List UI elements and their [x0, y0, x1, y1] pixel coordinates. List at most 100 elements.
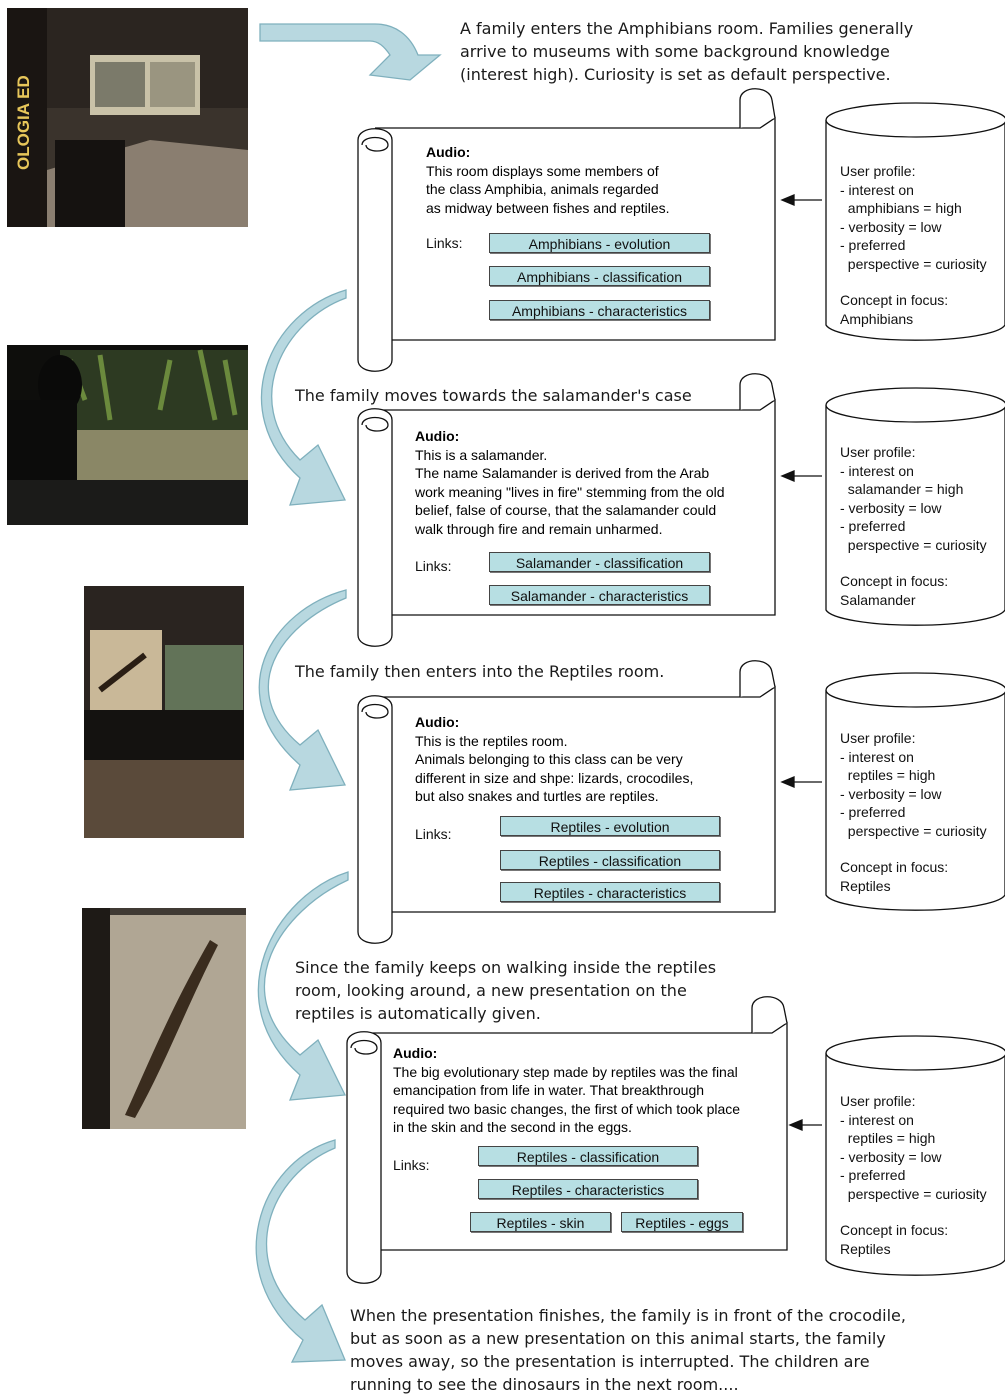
profile-line: - preferred	[840, 1167, 906, 1183]
profile-line: salamander = high	[840, 481, 964, 497]
link-reptiles-evolution[interactable]: Reptiles - evolution	[500, 816, 720, 836]
profile-line: - verbosity = low	[840, 499, 942, 516]
audio-line: belief, false of course, that the salama…	[415, 502, 717, 519]
audio-line: but also snakes and turtles are reptiles…	[415, 788, 659, 805]
links-label: Links:	[426, 235, 463, 251]
user-model-cylinder-4	[825, 1035, 1005, 1276]
audio-line: This is the reptiles room.	[415, 732, 568, 749]
audio-text-step1: Audio: This room displays some members o…	[426, 143, 670, 217]
user-profile-step2: User profile: - interest on salamander =…	[840, 443, 987, 609]
narration-4: Since the family keeps on walking inside…	[295, 958, 717, 1023]
user-model-cylinder-3	[825, 672, 1005, 911]
narration-5: When the presentation finishes, the fami…	[350, 1306, 906, 1394]
profile-line: perspective = curiosity	[840, 255, 987, 272]
links-label: Links:	[415, 558, 452, 574]
link-amphibians-classification[interactable]: Amphibians - classification	[489, 266, 710, 286]
narration-3: The family then enters into the Reptiles…	[295, 662, 665, 681]
profile-line: - preferred	[840, 804, 906, 820]
audio-heading: Audio:	[415, 428, 460, 444]
focus-label: Concept in focus:	[840, 573, 949, 589]
photo-reptiles-room	[84, 586, 244, 838]
profile-line: reptiles = high	[840, 767, 936, 783]
profile-line: - verbosity = low	[840, 218, 942, 235]
profile-title: User profile:	[840, 163, 916, 179]
audio-text-step2: Audio: This is a salamander. The name Sa…	[415, 427, 725, 539]
audio-line: Animals belonging to this class can be v…	[415, 751, 683, 768]
photo-crocodile	[82, 908, 246, 1129]
profile-line: - preferred	[840, 237, 906, 253]
photo-amphibians-room: OLOGIA ED	[7, 8, 248, 227]
profile-line: - preferred	[840, 518, 906, 534]
links-label: Links:	[393, 1157, 430, 1173]
link-salamander-classification[interactable]: Salamander - classification	[489, 552, 710, 572]
links-label: Links:	[415, 826, 452, 842]
focus-value: Amphibians	[840, 310, 914, 327]
profile-line: amphibians = high	[840, 200, 962, 216]
link-reptiles-characteristics-2[interactable]: Reptiles - characteristics	[478, 1179, 698, 1199]
profile-arrow-4	[788, 1119, 822, 1131]
focus-label: Concept in focus:	[840, 1222, 949, 1238]
link-salamander-characteristics[interactable]: Salamander - characteristics	[489, 585, 710, 605]
focus-label: Concept in focus:	[840, 859, 949, 875]
user-model-cylinder-1	[825, 102, 1005, 341]
focus-value: Salamander	[840, 591, 916, 608]
focus-value: Reptiles	[840, 1240, 891, 1257]
audio-line: The name Salamander is derived from the …	[415, 465, 710, 482]
narration-1: A family enters the Amphibians room. Fam…	[460, 19, 914, 84]
audio-line: walk through fire and remain unharmed.	[415, 520, 663, 537]
focus-value: Reptiles	[840, 877, 891, 894]
profile-line: perspective = curiosity	[840, 1185, 987, 1202]
audio-line: emancipation from life in water. That br…	[393, 1082, 705, 1099]
audio-line: This is a salamander.	[415, 446, 548, 463]
arrow-step3-to-step4	[257, 871, 349, 1101]
scroll-step1	[357, 88, 776, 372]
audio-text-step3: Audio: This is the reptiles room. Animal…	[415, 713, 693, 806]
profile-title: User profile:	[840, 444, 916, 460]
audio-line: the class Amphibia, animals regarded	[426, 181, 659, 198]
audio-line: different in size and shpe: lizards, cro…	[415, 769, 694, 786]
audio-line: required two basic changes, the first of…	[393, 1100, 741, 1117]
focus-label: Concept in focus:	[840, 292, 949, 308]
profile-line: - verbosity = low	[840, 785, 942, 802]
link-reptiles-characteristics[interactable]: Reptiles - characteristics	[500, 882, 720, 902]
profile-line: - interest on	[840, 1111, 914, 1128]
user-profile-step4: User profile: - interest on reptiles = h…	[840, 1092, 987, 1258]
profile-line: - interest on	[840, 748, 914, 765]
arrow-step4-to-end	[255, 1139, 346, 1363]
profile-line: - verbosity = low	[840, 1148, 942, 1165]
audio-text-step4: Audio: The big evolutionary step made by…	[393, 1044, 740, 1137]
arrow-step2-to-step3	[258, 589, 347, 791]
profile-line: reptiles = high	[840, 1130, 936, 1146]
user-model-cylinder-2	[825, 387, 1005, 626]
user-profile-step3: User profile: - interest on reptiles = h…	[840, 729, 987, 895]
link-amphibians-evolution[interactable]: Amphibians - evolution	[489, 233, 710, 253]
profile-arrow-2	[780, 470, 822, 482]
profile-line: perspective = curiosity	[840, 536, 987, 553]
profile-line: perspective = curiosity	[840, 822, 987, 839]
link-reptiles-skin[interactable]: Reptiles - skin	[470, 1212, 611, 1232]
link-reptiles-classification-2[interactable]: Reptiles - classification	[478, 1146, 698, 1166]
photo-wall-text: OLOGIA ED	[14, 75, 33, 170]
audio-heading: Audio:	[426, 144, 471, 160]
audio-line: The big evolutionary step made by reptil…	[393, 1063, 738, 1080]
profile-line: - interest on	[840, 462, 914, 479]
audio-line: in the skin and the second in the eggs.	[393, 1119, 632, 1136]
profile-title: User profile:	[840, 730, 916, 746]
link-amphibians-characteristics[interactable]: Amphibians - characteristics	[489, 300, 710, 320]
audio-line: This room displays some members of	[426, 162, 659, 179]
profile-title: User profile:	[840, 1093, 916, 1109]
scroll-step4	[346, 996, 788, 1284]
profile-line: - interest on	[840, 181, 914, 198]
link-reptiles-eggs[interactable]: Reptiles - eggs	[621, 1212, 743, 1232]
audio-heading: Audio:	[415, 714, 460, 730]
narration-2: The family moves towards the salamander'…	[295, 386, 692, 405]
arrow-start	[259, 23, 442, 81]
profile-arrow-1	[780, 194, 822, 206]
user-profile-step1: User profile: - interest on amphibians =…	[840, 162, 987, 328]
link-reptiles-classification[interactable]: Reptiles - classification	[500, 850, 720, 870]
photo-salamander-case	[7, 345, 248, 525]
audio-line: as midway between fishes and reptiles.	[426, 199, 670, 216]
profile-arrow-3	[780, 776, 822, 788]
audio-heading: Audio:	[393, 1045, 438, 1061]
audio-line: work meaning "lives in fire" stemming fr…	[415, 483, 725, 500]
